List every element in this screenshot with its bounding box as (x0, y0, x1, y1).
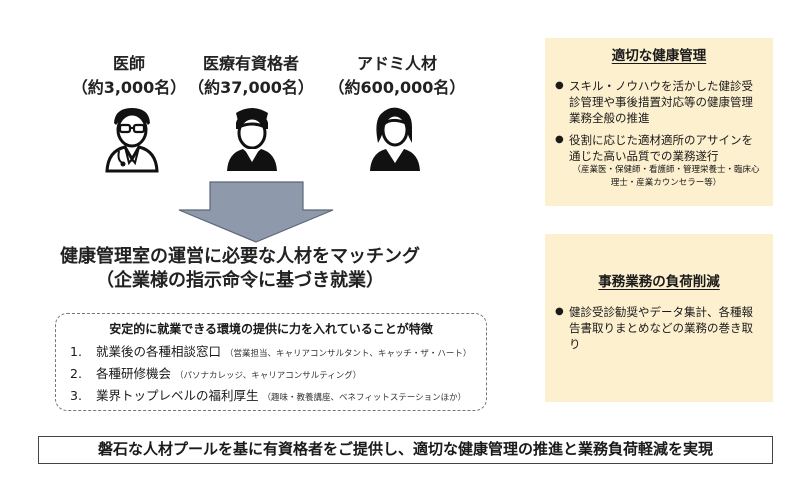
feature-number: 1. (70, 344, 82, 359)
group-count: （約3,000名） (71, 78, 187, 97)
feature-note: （営業担当、キャリアコンサルタント、キャッチ・ザ・ハート） (225, 349, 472, 359)
feature-note: （パソナカレッジ、キャリアコンサルティング） (175, 371, 362, 381)
group-count: （約600,000名） (328, 78, 466, 97)
panel-bullet: ● スキル・ノウハウを活かした健診受診管理や事後措置対応等の健康管理業務全般の推… (555, 78, 763, 126)
bullet-dot-icon: ● (555, 80, 564, 91)
health-management-panel: 適切な健康管理 ● スキル・ノウハウを活かした健診受診管理や事後措置対応等の健康… (545, 38, 773, 206)
nurse-icon (227, 108, 277, 171)
bullet-text: 役割に応じた適材適所のアサインを通じた高い品質での業務遂行 (569, 133, 753, 163)
matching-message-line1: 健康管理室の運営に必要な人材をマッチング (60, 246, 420, 267)
feature-note: （趣味・教養講座、ベネフィットステーションほか） (262, 393, 467, 403)
bullet-subnote: （産業医・保健師・看護師・管理栄養士・臨床心理士・産業カウンセラー等） (572, 165, 760, 188)
group-medical-label: 医療有資格者 （約37,000名） (176, 52, 326, 100)
panel-title-text: 事務業務の負荷削減 (598, 274, 720, 290)
bullet-text: 健診受診勧奨やデータ集計、各種報告書取りまとめなどの業務の巻き取り (569, 305, 753, 351)
feature-item: 3. 業界トップレベルの福利厚生 （趣味・教養講座、ベネフィットステーションほか… (70, 386, 472, 408)
feature-number: 2. (70, 366, 82, 381)
matching-message-line2: （企業様の指示命令に基づき就業） (96, 270, 384, 291)
group-title: 医師 (112, 54, 145, 73)
group-title: アドミ人材 (356, 54, 437, 73)
office-worker-icon (370, 107, 420, 171)
feature-item: 2. 各種研修機会 （パソナカレッジ、キャリアコンサルティング） (70, 364, 472, 386)
panel-title-text: 適切な健康管理 (611, 48, 707, 64)
panel-bullet: ● 役割に応じた適材適所のアサインを通じた高い品質での業務遂行 （産業医・保健師… (555, 132, 763, 190)
panel-title: 事務業務の負荷削減 (555, 272, 763, 292)
group-admin-label: アドミ人材 （約600,000名） (322, 52, 472, 100)
feature-text: 業界トップレベルの福利厚生 (96, 388, 259, 403)
group-doctor-label: 医師 （約3,000名） (54, 52, 204, 100)
conclusion-banner: 磐石な人材プールを基に有資格者をご提供し、適切な健康管理の推進と業務負荷軽減を実… (38, 436, 773, 464)
bullet-dot-icon: ● (555, 306, 564, 317)
group-title: 医療有資格者 (202, 54, 299, 73)
feature-number: 3. (70, 388, 82, 403)
group-count: （約37,000名） (188, 78, 314, 97)
features-box: 安定的に就業できる環境の提供に力を入れていることが特徴 1. 就業後の各種相談窓… (55, 313, 487, 411)
features-title: 安定的に就業できる環境の提供に力を入れていることが特徴 (109, 322, 433, 336)
feature-item: 1. 就業後の各種相談窓口 （営業担当、キャリアコンサルタント、キャッチ・ザ・ハ… (70, 342, 472, 364)
workload-reduction-panel: 事務業務の負荷削減 ● 健診受診勧奨やデータ集計、各種報告書取りまとめなどの業務… (545, 234, 773, 402)
bullet-dot-icon: ● (555, 134, 564, 145)
panel-title: 適切な健康管理 (555, 46, 763, 66)
feature-text: 就業後の各種相談窓口 (96, 344, 222, 359)
feature-text: 各種研修機会 (96, 366, 172, 381)
doctor-icon (105, 108, 159, 173)
bullet-text: スキル・ノウハウを活かした健診受診管理や事後措置対応等の健康管理業務全般の推進 (569, 79, 753, 125)
panel-bullet: ● 健診受診勧奨やデータ集計、各種報告書取りまとめなどの業務の巻き取り (555, 304, 763, 352)
matching-message: 健康管理室の運営に必要な人材をマッチング （企業様の指示命令に基づき就業） (50, 245, 430, 293)
